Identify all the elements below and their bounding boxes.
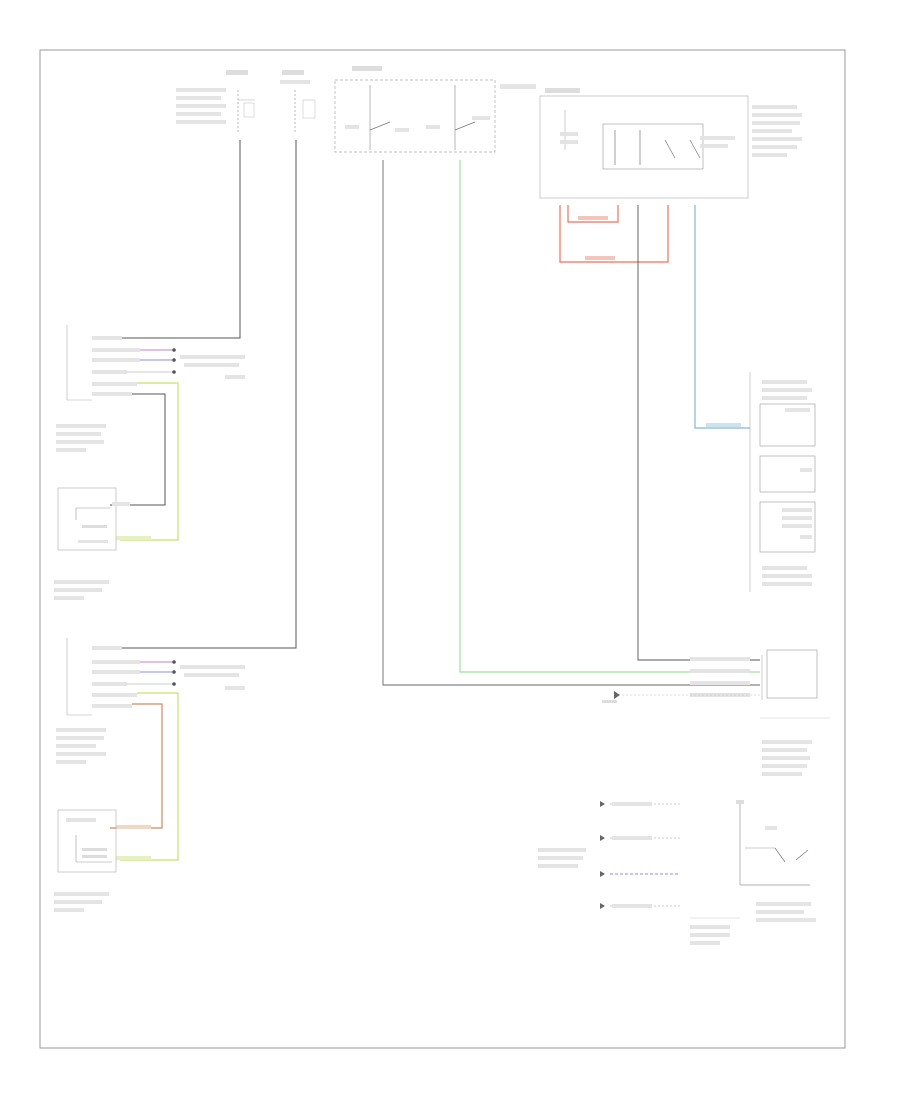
- switch-contact-icon: [454, 121, 476, 131]
- switch-bottom-right: [736, 800, 816, 922]
- connector-icon: [172, 660, 176, 664]
- dual-relay: [334, 66, 536, 153]
- wire-yellow-green-1: [110, 382, 179, 541]
- ground-icon: [600, 903, 605, 909]
- wire-dark-left-1: [92, 140, 241, 339]
- wire-dark-center: [382, 160, 760, 686]
- ground-icon: [600, 801, 605, 807]
- connector-icon: [172, 358, 176, 362]
- wire-green-center: [459, 160, 760, 673]
- sensor-2: [54, 809, 117, 912]
- connector-module-right-lower: [602, 649, 830, 776]
- switch-module-right: [749, 372, 816, 592]
- switch-contact-icon: [795, 849, 809, 861]
- sensor-1: [54, 487, 130, 600]
- connector-icon: [172, 348, 176, 352]
- ground-icon: [614, 691, 620, 699]
- ground-icon: [600, 871, 605, 877]
- wire-blue: [694, 205, 750, 429]
- connector-stubs-bottom: [538, 801, 740, 945]
- control-module-top-right: [539, 88, 802, 199]
- connector-icon: [172, 370, 176, 374]
- left-module-1: [56, 325, 245, 452]
- fuse-block-top-left: [176, 70, 255, 132]
- wire-orange-green-2: [110, 692, 179, 861]
- connector-icon: [172, 670, 176, 674]
- wire-dark-right: [637, 205, 760, 661]
- switch-contact-icon: [369, 121, 391, 131]
- diagram-frame: [39, 49, 846, 1049]
- fuse-block-top-right: [280, 70, 316, 132]
- wire-red-loop: [559, 205, 669, 263]
- ground-icon: [600, 835, 605, 841]
- left-module-2: [56, 638, 245, 764]
- wire-dark-left-2: [92, 140, 297, 649]
- connector-icon: [172, 682, 176, 686]
